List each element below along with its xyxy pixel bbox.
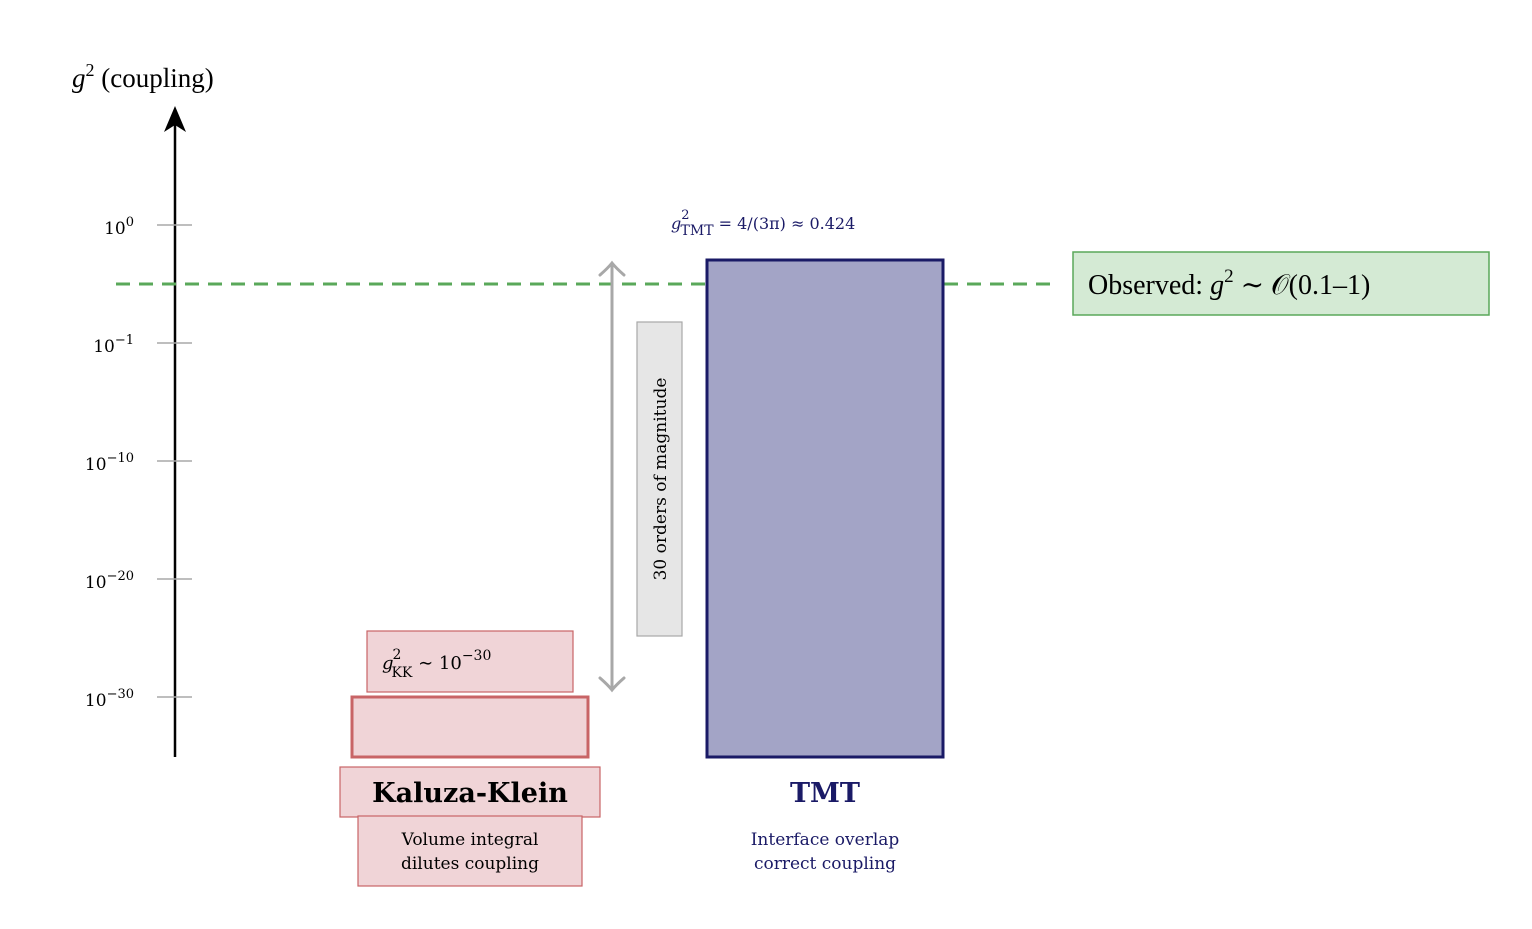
kk-caption-line-2: dilutes coupling (401, 854, 539, 874)
tmt-caption-line-2: correct coupling (754, 854, 896, 874)
y-tick-label-3: 10−20 (85, 569, 134, 593)
magnitude-span-arrowhead-bottom (598, 676, 626, 693)
y-tick-label-0: 100 (104, 215, 134, 239)
y-axis-ticks: 100 10−1 10−10 10−20 10−30 (85, 215, 192, 711)
y-tick-label-2: 10−10 (85, 451, 134, 475)
kk-value-label-box (366, 630, 574, 693)
magnitude-span-arrowhead-top (598, 260, 626, 277)
y-tick-label-1: 10−1 (93, 333, 134, 357)
y-axis-title: g2 (coupling) (72, 60, 214, 93)
observed-label: Observed: g2 ∼ 𝒪(0.1–1) (1088, 266, 1370, 301)
y-axis-arrowhead (164, 106, 186, 132)
observed-label-box (1072, 251, 1490, 316)
kk-category-label: Kaluza-Klein (372, 778, 568, 809)
kk-category-box (339, 766, 601, 818)
tmt-category-label: TMT (790, 778, 860, 809)
bar-tmt (705, 258, 945, 759)
observed-label-prefix: Observed: (1088, 270, 1210, 301)
kk-caption-line-1: Volume integral (401, 830, 539, 850)
y-tick-label-4: 10−30 (85, 687, 134, 711)
magnitude-label: 30 orders of magnitude (651, 378, 671, 581)
bar-kaluza-klein (350, 695, 590, 759)
magnitude-label-box (636, 321, 683, 637)
tmt-caption-line-1: Interface overlap (751, 830, 900, 850)
kk-caption-box (357, 815, 583, 887)
